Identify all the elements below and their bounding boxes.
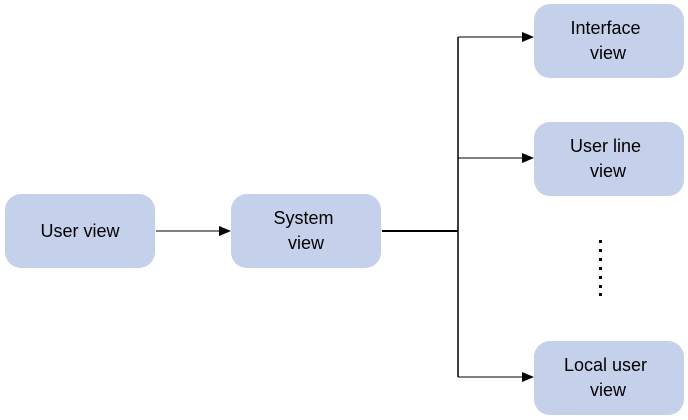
- node-label-line: System: [273, 208, 333, 228]
- node-label-line: view: [590, 380, 627, 400]
- svg-text:User view: User view: [40, 221, 120, 241]
- node-user-view: User view: [5, 194, 155, 268]
- svg-text:User line view: User line view: [570, 136, 646, 181]
- vertical-ellipsis: [599, 240, 602, 296]
- svg-text:Interface view: Interface view: [570, 18, 645, 63]
- svg-text:Local user view: Local user view: [564, 355, 652, 400]
- node-label-line: view: [288, 233, 325, 253]
- node-label-line: Local user: [564, 355, 647, 375]
- node-label-line: Interface: [570, 18, 640, 38]
- node-user-line-view: User line view: [534, 122, 684, 196]
- node-label-line: view: [590, 161, 627, 181]
- node-system-view: System view: [231, 194, 381, 268]
- node-label-line: User line: [570, 136, 641, 156]
- node-label-line: view: [590, 43, 627, 63]
- node-interface-view: Interface view: [534, 4, 684, 78]
- node-label-line: User view: [40, 221, 120, 241]
- node-local-user-view: Local user view: [534, 341, 684, 415]
- svg-text:System view: System view: [273, 208, 338, 253]
